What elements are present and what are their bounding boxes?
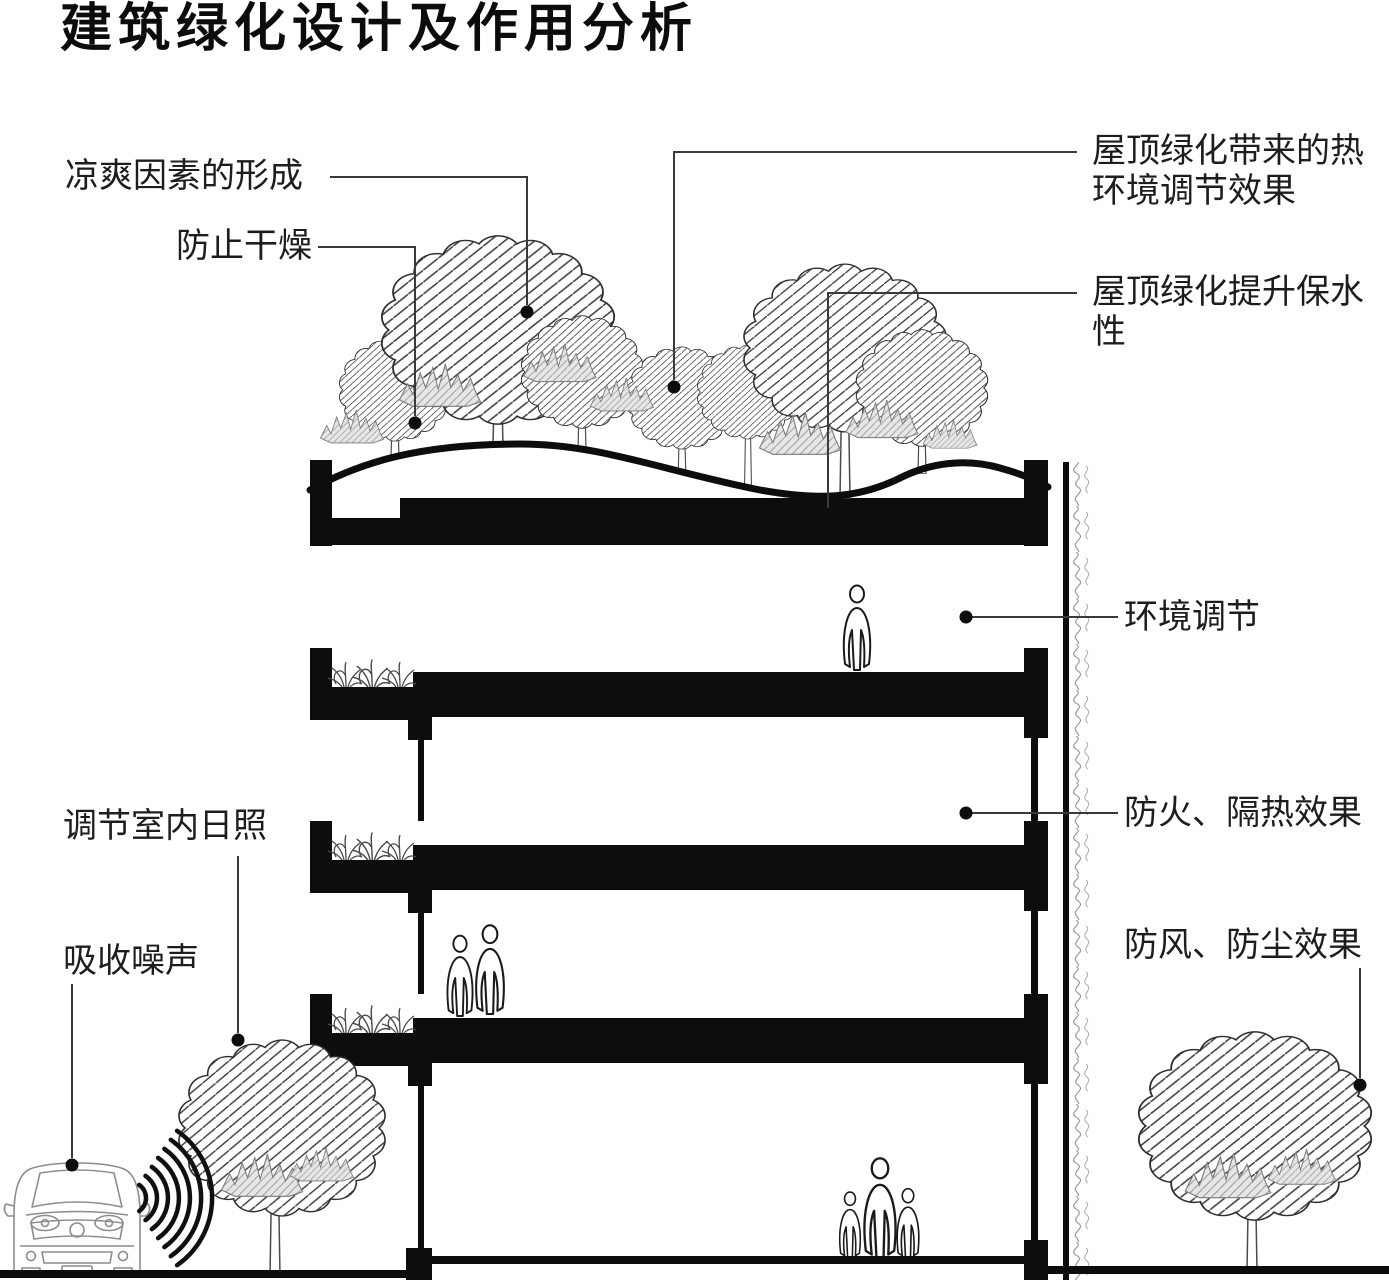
person-floor4-left <box>446 934 474 1017</box>
leader-dots <box>65 305 1367 1172</box>
page-title: 建筑绿化设计及作用分析 <box>60 0 699 58</box>
label-roof-water-retention: 屋顶绿化提升保水性 <box>1092 273 1364 352</box>
roof-garden-trees <box>320 234 989 499</box>
label-fire-insulation: 防火、隔热效果 <box>1124 794 1362 832</box>
label-absorb-noise: 吸收噪声 <box>63 942 199 980</box>
sound-waves <box>136 1128 215 1268</box>
label-indoor-sunlight: 调节室内日照 <box>63 807 267 845</box>
label-environment-regulation: 环境调节 <box>1124 598 1260 636</box>
vine-texture <box>1069 462 1093 1280</box>
building-section <box>310 460 1048 1280</box>
label-wind-dust: 防风、防尘效果 <box>1124 926 1362 964</box>
street-tree-left <box>178 1039 386 1278</box>
green-wall <box>1063 462 1093 1280</box>
street-tree-right <box>1137 1030 1373 1273</box>
person-floor4-right <box>475 924 505 1016</box>
person-ground-right <box>896 1187 920 1259</box>
person-ground-left <box>838 1191 862 1259</box>
roof-garden-ground-line <box>306 440 1052 500</box>
leader-lines <box>71 151 1361 1158</box>
car-sketch <box>3 1162 151 1276</box>
label-cooling-factors: 凉爽因素的形成 <box>65 157 303 195</box>
person-ground-middle <box>863 1157 897 1260</box>
label-roof-thermal-regulation: 屋顶绿化带来的热环境调节效果 <box>1092 132 1364 211</box>
person-floor2 <box>842 584 872 671</box>
label-prevent-dryness: 防止干燥 <box>176 227 312 265</box>
ground-lines <box>0 1256 1389 1278</box>
